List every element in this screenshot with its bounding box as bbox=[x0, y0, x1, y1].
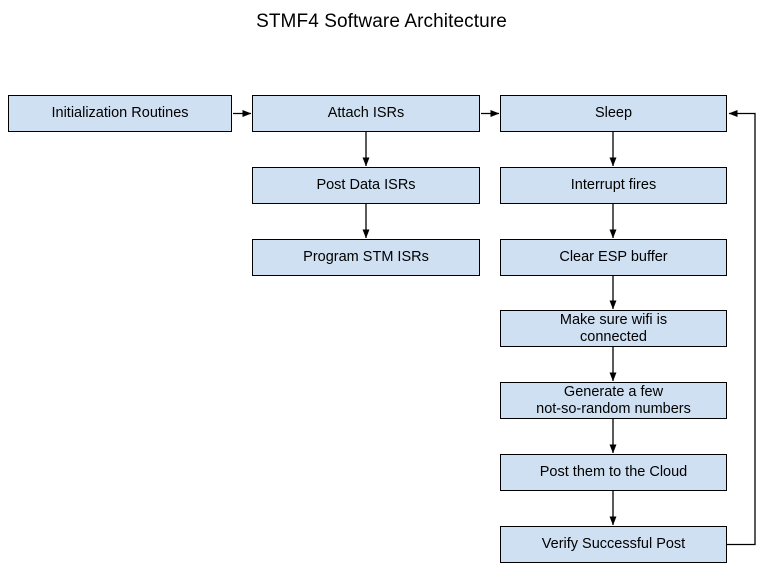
node-sleep[interactable]: Sleep bbox=[500, 95, 727, 132]
node-generate-random-numbers[interactable]: Generate a few not-so-random numbers bbox=[500, 382, 727, 419]
node-label: Interrupt fires bbox=[570, 177, 657, 193]
node-attach-isrs[interactable]: Attach ISRs bbox=[252, 95, 480, 132]
node-initialization-routines[interactable]: Initialization Routines bbox=[8, 95, 232, 132]
node-post-them-to-the-cloud[interactable]: Post them to the Cloud bbox=[500, 454, 727, 491]
node-clear-esp-buffer[interactable]: Clear ESP buffer bbox=[500, 239, 727, 276]
node-label: Clear ESP buffer bbox=[559, 249, 668, 265]
node-verify-successful-post[interactable]: Verify Successful Post bbox=[500, 526, 727, 563]
node-post-data-isrs[interactable]: Post Data ISRs bbox=[252, 167, 480, 204]
node-label: Verify Successful Post bbox=[541, 536, 686, 552]
node-label: Make sure wifi is connected bbox=[559, 311, 668, 345]
node-label: Sleep bbox=[594, 105, 633, 121]
edge-verify-to-sleep-feedback bbox=[727, 110, 756, 546]
node-label: Generate a few not-so-random numbers bbox=[536, 383, 691, 417]
node-label: Post Data ISRs bbox=[316, 177, 416, 193]
node-label: Initialization Routines bbox=[51, 105, 189, 121]
node-make-sure-wifi-is-connected[interactable]: Make sure wifi is connected bbox=[500, 310, 727, 347]
node-label: Program STM ISRs bbox=[303, 249, 429, 265]
node-interrupt-fires[interactable]: Interrupt fires bbox=[500, 167, 727, 204]
node-label: Attach ISRs bbox=[327, 105, 405, 121]
node-program-stm-isrs[interactable]: Program STM ISRs bbox=[252, 239, 480, 276]
page-title: STMF4 Software Architecture bbox=[256, 11, 507, 32]
node-label: Post them to the Cloud bbox=[539, 464, 688, 480]
